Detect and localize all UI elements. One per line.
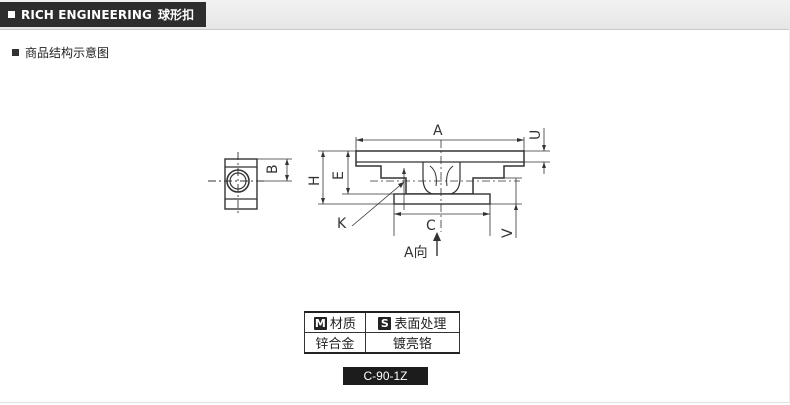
dimension-label-a: A [433,123,443,139]
finish-header: 表面处理 [394,317,447,332]
dimension-label-v: V [500,228,516,238]
side-view [208,152,292,214]
dimension-label-u: U [528,130,544,140]
section-heading: 商品结构示意图 [12,44,109,61]
square-bullet-icon [8,11,15,18]
header-bar: RICH ENGINEERING 球形扣 [0,0,790,30]
dimension-label-c: C [426,218,436,234]
finish-badge: S [378,317,392,330]
spec-table-value-row: 锌合金 镀亮铬 [304,332,461,354]
finish-value: 镀亮铬 [364,332,461,354]
frame-divider [0,402,790,403]
material-header: 材质 [329,317,356,332]
square-bullet-icon [12,49,19,56]
material-value: 锌合金 [304,332,366,354]
dimension-label-b: B [265,164,281,174]
material-badge: M [313,317,327,330]
view-direction-label: A向 [404,245,428,261]
section-heading-text: 商品结构示意图 [25,46,110,60]
model-code-badge: C-90-1Z [343,367,428,385]
dimension-label-e: E [331,171,347,180]
brand-name: RICH ENGINEERING [21,7,152,22]
model-code: C-90-1Z [363,369,408,383]
dimension-label-h: H [307,175,323,186]
dimension-label-k: K [337,216,347,232]
product-name: 球形扣 [157,8,195,22]
header-tab: RICH ENGINEERING 球形扣 [0,2,206,27]
front-view [355,140,525,232]
